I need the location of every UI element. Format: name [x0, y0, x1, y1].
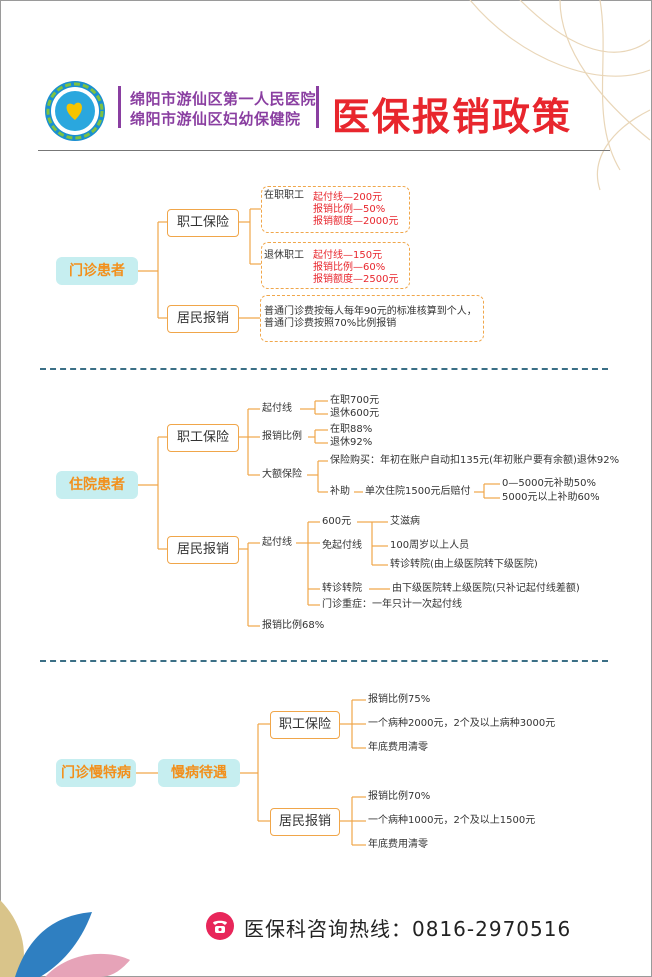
outpatient-retired-line-2: 报销比例—60% — [313, 262, 386, 273]
inpatient-severe-label: 门诊重症：一年只计一次起付线 — [322, 599, 462, 610]
outpatient-resident-detail — [260, 295, 484, 342]
outpatient-retired-detail — [261, 242, 410, 289]
inpatient-transfer-value: 由下级医院转上级医院(只补记起付线差额) — [392, 583, 580, 594]
outpatient-resident-box: 居民报销 — [167, 305, 239, 333]
category-chronic: 门诊慢特病 — [56, 759, 136, 787]
chronic-resident-line-3: 年底费用清零 — [368, 839, 428, 850]
outpatient-retired-label: 退休职工 — [264, 250, 304, 261]
inpatient-transfer-label: 转诊转院 — [322, 583, 362, 594]
inpatient-exempt-label: 免起付线 — [322, 540, 362, 551]
inpatient-ratio-label: 报销比例 — [262, 431, 302, 442]
hospital-name-1: 绵阳市游仙区第一人民医院 — [130, 90, 317, 108]
category-inpatient: 住院患者 — [56, 471, 138, 499]
logo-separator — [118, 86, 121, 128]
inpatient-deductible-retired: 退休600元 — [330, 408, 380, 419]
inpatient-major-purchase: 保险购买：年初在账户自动扣135元(年初账户要有余额)退休92% — [330, 455, 620, 466]
inpatient-subsidy-2: 5000元以上补助60% — [502, 492, 600, 503]
inpatient-exempt-1: 艾滋病 — [390, 516, 420, 527]
inpatient-ratio-retired: 退休92% — [330, 437, 373, 448]
inpatient-res-deductible-label: 起付线 — [262, 537, 292, 548]
outpatient-active-line-2: 报销比例—50% — [313, 204, 386, 215]
consult-hotline: 医保科咨询热线：0816-2970516 — [244, 917, 572, 941]
chronic-employee-line-3: 年底费用清零 — [368, 742, 428, 753]
outpatient-resident-line-2: 普通门诊费按照70%比例报销 — [264, 318, 397, 329]
outpatient-active-label: 在职职工 — [264, 190, 304, 201]
outpatient-employee-box: 职工保险 — [167, 209, 239, 237]
inpatient-subsidy-1: 0—5000元补助50% — [502, 478, 597, 489]
inpatient-resident-box: 居民报销 — [167, 536, 239, 564]
inpatient-major-label: 大额保险 — [262, 469, 302, 480]
hospital-logo — [44, 80, 106, 142]
chronic-treatment-box: 慢病待遇 — [158, 759, 240, 787]
outpatient-retired-line-1: 起付线—150元 — [313, 250, 383, 261]
chronic-resident-line-1: 报销比例70% — [368, 791, 431, 802]
page-title: 医保报销政策 — [332, 95, 573, 139]
outpatient-active-line-1: 起付线—200元 — [313, 192, 383, 203]
inpatient-subsidy-condition: 单次住院1500元后赔付 — [365, 486, 471, 497]
inpatient-exempt-2: 100周岁以上人员 — [390, 540, 470, 551]
outpatient-active-line-3: 报销额度—2000元 — [313, 216, 399, 227]
hospital-name-2: 绵阳市游仙区妇幼保健院 — [130, 110, 301, 128]
title-separator — [316, 86, 319, 128]
inpatient-ratio-active: 在职88% — [330, 424, 373, 435]
inpatient-deductible-active: 在职700元 — [330, 395, 380, 406]
header-rule — [38, 150, 610, 151]
inpatient-subsidy-label: 补助 — [330, 486, 350, 497]
section-divider-1 — [40, 368, 608, 370]
chronic-employee-line-2: 一个病种2000元，2个及以上病种3000元 — [368, 718, 556, 729]
logo-emblem-icon — [45, 81, 105, 141]
inpatient-res-deductible-value: 600元 — [322, 516, 352, 527]
chronic-resident-line-2: 一个病种1000元，2个及以上1500元 — [368, 815, 536, 826]
inpatient-employee-box: 职工保险 — [167, 424, 239, 452]
chronic-employee-box: 职工保险 — [270, 711, 340, 739]
outpatient-active-detail — [261, 186, 410, 233]
outpatient-resident-line-1: 普通门诊费按每人每年90元的标准核算到个人， — [264, 306, 477, 317]
chronic-resident-box: 居民报销 — [270, 808, 340, 836]
phone-icon — [205, 911, 235, 941]
section-divider-2 — [40, 660, 608, 662]
category-outpatient: 门诊患者 — [56, 257, 138, 285]
chronic-employee-line-1: 报销比例75% — [368, 694, 431, 705]
inpatient-deductible-label: 起付线 — [262, 403, 292, 414]
inpatient-exempt-3: 转诊转院(由上级医院转下级医院) — [390, 559, 538, 570]
inpatient-res-ratio: 报销比例68% — [262, 620, 325, 631]
outpatient-retired-line-3: 报销额度—2500元 — [313, 274, 399, 285]
